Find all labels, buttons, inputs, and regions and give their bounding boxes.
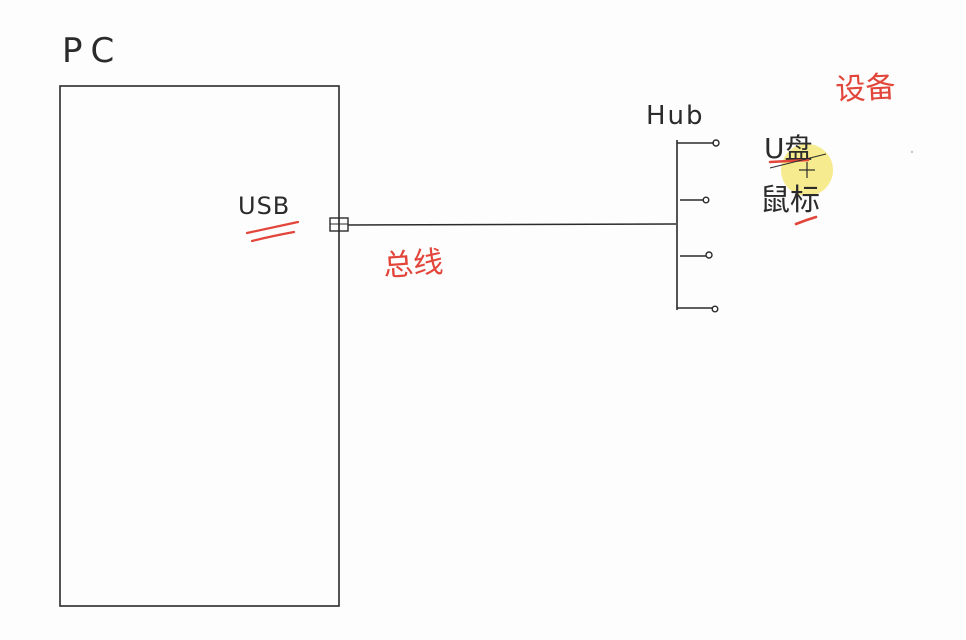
mouse-underline: [794, 215, 818, 226]
pc-box: [59, 85, 340, 607]
mouse-label: 鼠标: [760, 183, 820, 218]
device-label: 设备: [835, 70, 897, 108]
crosshair-cursor-icon: [799, 162, 815, 178]
hub-port: [677, 305, 719, 313]
hub-port: [680, 251, 713, 259]
usb-port: [329, 217, 349, 232]
hub-ports: [677, 139, 720, 313]
usb-label: USB: [238, 192, 290, 220]
usb-underline: [245, 220, 300, 243]
stray-mark: [910, 150, 914, 154]
bus-label: 总线: [382, 245, 444, 284]
u-disk-strike: [769, 153, 827, 169]
hub-label: Hub: [646, 101, 705, 131]
bus-line: [347, 223, 677, 226]
u-disk-underline: [768, 158, 810, 164]
pc-label: PC: [62, 31, 122, 71]
hub-port: [680, 196, 710, 204]
hub-port: [677, 139, 720, 147]
